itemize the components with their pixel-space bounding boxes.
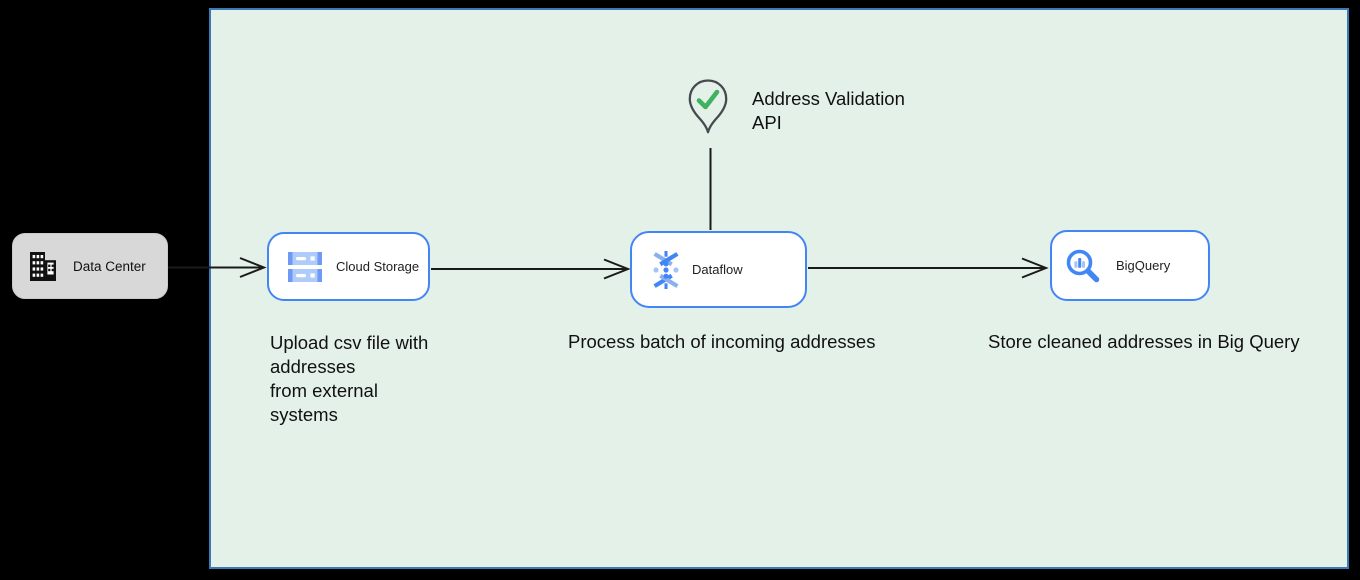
node-label: Cloud Storage xyxy=(336,259,420,274)
dataflow-icon xyxy=(647,249,685,291)
node-label: Dataflow xyxy=(692,262,743,277)
address-validation-label: Address Validation API xyxy=(752,88,905,133)
cloud-storage-caption: Upload csv file with addresses from exte… xyxy=(270,332,429,425)
node-label: Data Center xyxy=(73,258,146,274)
dataflow-caption: Process batch of incoming addresses xyxy=(568,331,876,352)
node-cloud-storage[interactable]: Cloud Storage xyxy=(267,232,430,301)
bigquery-caption: Store cleaned addresses in Big Query xyxy=(988,331,1300,352)
checkmark-icon xyxy=(696,89,720,110)
node-label: BigQuery xyxy=(1116,258,1171,273)
cloud-storage-icon xyxy=(288,251,322,282)
node-data-center[interactable]: Data Center xyxy=(12,233,168,299)
bigquery-icon xyxy=(1065,248,1101,284)
address-validation-pin[interactable] xyxy=(688,79,728,141)
node-bigquery[interactable]: BigQuery xyxy=(1050,230,1210,301)
node-dataflow[interactable]: Dataflow xyxy=(630,231,807,308)
data-center-building-icon xyxy=(30,251,56,281)
location-pin-icon xyxy=(688,79,728,134)
